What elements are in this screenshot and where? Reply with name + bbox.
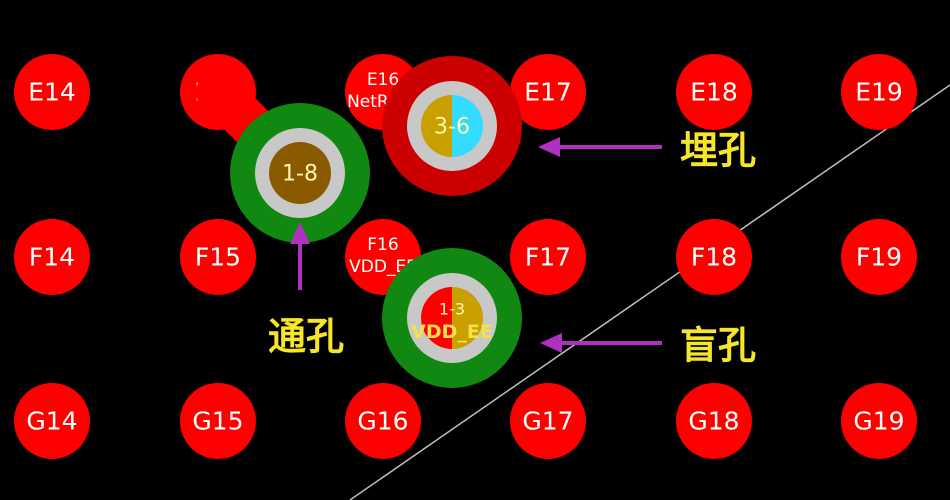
pad-g15: G15 bbox=[180, 383, 256, 459]
pad-f17: F17 bbox=[510, 219, 586, 295]
buried-via-span: 3-6 bbox=[434, 115, 470, 140]
through-via: 1-8 bbox=[230, 103, 370, 243]
through-via-annotation: 通孔 bbox=[268, 314, 344, 359]
buried-via-hole-right bbox=[452, 95, 483, 157]
pad-f15: F15 bbox=[180, 219, 256, 295]
pad-label: G17 bbox=[522, 407, 573, 436]
pad-circle bbox=[180, 219, 256, 295]
pad-circle bbox=[345, 383, 421, 459]
pad-g16: G16 bbox=[345, 383, 421, 459]
arrow-blind bbox=[540, 333, 662, 353]
pad-circle bbox=[676, 383, 752, 459]
pad-label: E19 bbox=[855, 78, 903, 107]
pad-circle bbox=[676, 54, 752, 130]
through-via-hole bbox=[269, 142, 331, 204]
pad-label: F15 bbox=[195, 243, 241, 272]
pad-g19: G19 bbox=[841, 383, 917, 459]
blind-via-net: VDD_EE bbox=[411, 321, 493, 343]
pad-e14: E14 bbox=[14, 54, 90, 130]
pad-label: E17 bbox=[524, 78, 572, 107]
pad-circle bbox=[510, 54, 586, 130]
board-edge-line bbox=[349, 84, 950, 500]
pad-label: F17 bbox=[525, 243, 571, 272]
pad-label: G14 bbox=[26, 407, 77, 436]
pad-circle bbox=[841, 54, 917, 130]
pad-e18: E18 bbox=[676, 54, 752, 130]
blind-via-hole-right bbox=[452, 287, 483, 349]
pad-label: G18 bbox=[688, 407, 739, 436]
buried-via: 3-6 bbox=[382, 56, 522, 196]
pad-label: F18 bbox=[691, 243, 737, 272]
pad-label: G16 bbox=[357, 407, 408, 436]
pad-circle bbox=[14, 219, 90, 295]
buried-via-hole-left bbox=[421, 95, 452, 157]
pad-f18: F18 bbox=[676, 219, 752, 295]
blind-via-span: 1-3 bbox=[439, 300, 465, 319]
pad-label: G15 bbox=[192, 407, 243, 436]
blind-via: 1-3 VDD_EE bbox=[382, 248, 522, 388]
pad-label: E16 bbox=[367, 70, 399, 90]
pad-f14: F14 bbox=[14, 219, 90, 295]
pad-g18: G18 bbox=[676, 383, 752, 459]
pad-circle bbox=[14, 54, 90, 130]
pad-circle bbox=[841, 383, 917, 459]
pad-circle bbox=[510, 383, 586, 459]
pad-e19: E19 bbox=[841, 54, 917, 130]
pad-f19: F19 bbox=[841, 219, 917, 295]
pad-label: F19 bbox=[856, 243, 902, 272]
pad-label: G19 bbox=[853, 407, 904, 436]
pad-label: F14 bbox=[29, 243, 75, 272]
pad-label: F16 bbox=[367, 235, 398, 255]
blind-via-annotation: 盲孔 bbox=[680, 323, 756, 368]
pad-g17: G17 bbox=[510, 383, 586, 459]
arrow-buried bbox=[538, 137, 662, 157]
arrow-through bbox=[290, 222, 310, 290]
buried-via-annotation: 埋孔 bbox=[680, 128, 756, 173]
pad-label: E14 bbox=[28, 78, 76, 107]
pad-circle bbox=[180, 383, 256, 459]
pad-g14: G14 bbox=[14, 383, 90, 459]
blind-via-hole-left bbox=[421, 287, 452, 349]
pad-circle bbox=[841, 219, 917, 295]
pad-circle bbox=[676, 219, 752, 295]
pad-e17: E17 bbox=[510, 54, 586, 130]
through-via-span: 1-8 bbox=[282, 162, 318, 187]
pad-label: E18 bbox=[690, 78, 738, 107]
pad-circle bbox=[14, 383, 90, 459]
pad-circle bbox=[510, 219, 586, 295]
